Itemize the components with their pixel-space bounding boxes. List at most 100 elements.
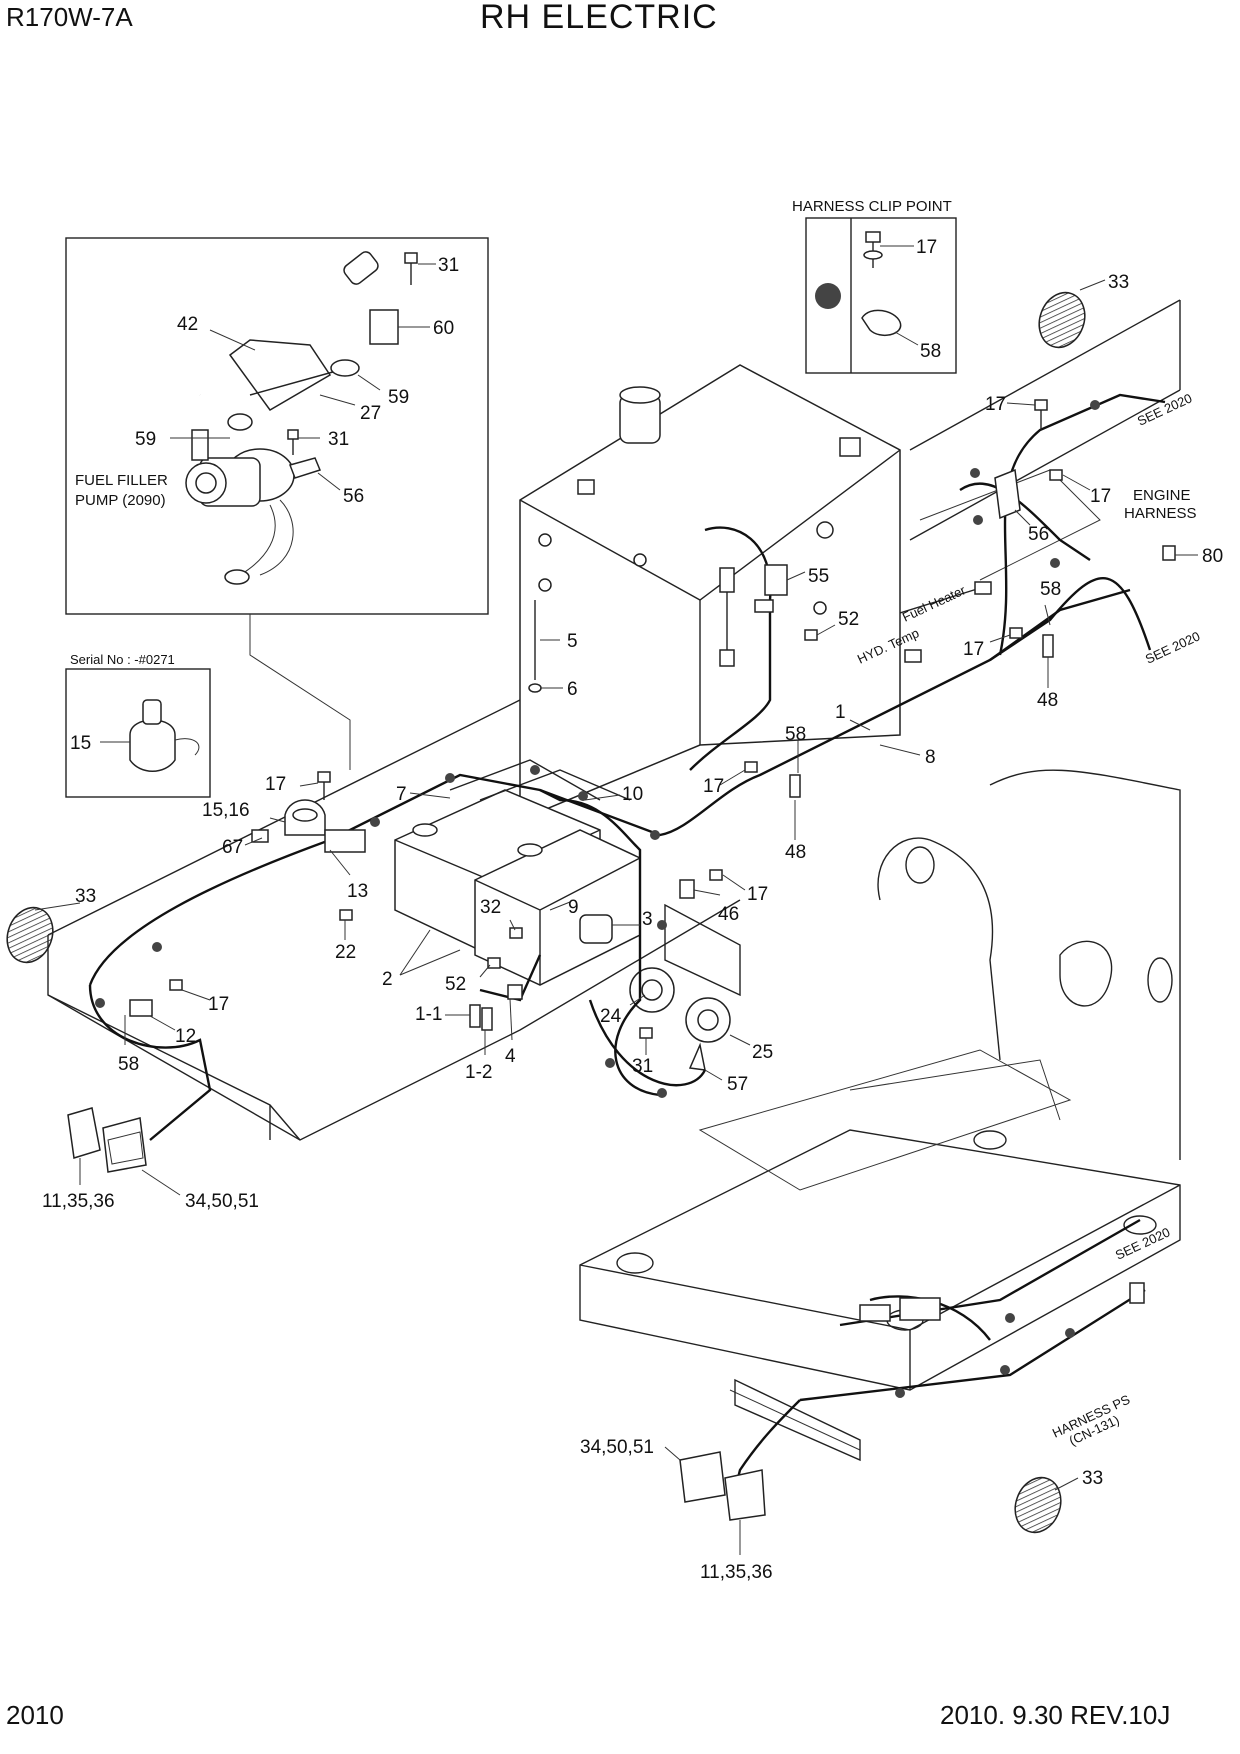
callout-17: 17 — [747, 884, 768, 905]
tank-fitting — [839, 437, 861, 457]
bolt-17 — [865, 231, 881, 243]
relay-3 — [579, 914, 613, 944]
inset-link-line — [249, 614, 351, 770]
callout-8: 8 — [925, 747, 936, 768]
clip-46 — [679, 879, 695, 899]
connector-67 — [251, 829, 269, 843]
callout-80: 80 — [1202, 546, 1223, 567]
callout-33: 33 — [75, 886, 96, 907]
right-frame-rail — [909, 299, 1181, 541]
clip-48-right — [1042, 634, 1054, 658]
bracket-57 — [688, 1042, 706, 1071]
callout-33: 33 — [1082, 1468, 1103, 1489]
bracket-56 — [289, 457, 322, 479]
lamp-recess — [734, 1378, 861, 1462]
serial-inset: Serial No : -#0271 15 — [65, 652, 211, 798]
bolt-31-horn — [639, 1027, 653, 1039]
callout-10: 10 — [622, 784, 643, 805]
callout-1-2: 1-2 — [465, 1062, 492, 1083]
fuel-filler-pump-inset: FUEL FILLER PUMP (2090) 31 60 42 59 27 5… — [65, 237, 489, 770]
ring-terminal — [224, 569, 250, 585]
key-switch-15 — [129, 719, 176, 772]
connector-cn-131 — [1129, 1282, 1145, 1304]
leader-lines — [34, 279, 1198, 1555]
clip-58 — [861, 309, 902, 337]
annotations: ENGINE HARNESS SEE 2020 SEE 2020 SEE 202… — [855, 390, 1202, 1448]
fuel-heater-label: Fuel Heater — [900, 582, 969, 625]
swing-frame — [989, 769, 1181, 1160]
callout-7: 7 — [396, 784, 407, 805]
clip-point-marker — [815, 283, 841, 309]
fuel-heater-connector — [974, 581, 992, 595]
callout-48: 48 — [1037, 690, 1058, 711]
horns — [629, 903, 741, 1071]
clamp-59-upper — [330, 359, 360, 377]
callout-17: 17 — [963, 639, 984, 660]
work-lamp-11-lower — [724, 1469, 766, 1521]
fusible-link-4 — [507, 984, 523, 1000]
callout-3: 3 — [642, 909, 653, 930]
callout-9: 9 — [568, 897, 579, 918]
page-number: 2010 — [6, 1700, 64, 1730]
lower-frame — [579, 1049, 1181, 1462]
battery-cable-10 — [479, 769, 631, 801]
hyd-temp-sensor — [904, 649, 922, 663]
hose-27 — [249, 369, 341, 396]
pump-fitting — [191, 429, 209, 461]
mount-hole — [616, 1252, 654, 1274]
lower-harness — [839, 1218, 1141, 1327]
callout-27: 27 — [360, 403, 381, 424]
bolt-17-switch — [317, 771, 331, 783]
lower-relay-bracket — [859, 1304, 891, 1322]
callout-15-16: 15,16 — [202, 800, 250, 821]
callout-34-50-51: 34,50,51 — [580, 1437, 654, 1458]
callout-46: 46 — [718, 904, 739, 925]
callout-24: 24 — [600, 1006, 622, 1027]
callout-31: 31 — [328, 429, 349, 450]
callout-17: 17 — [985, 394, 1006, 415]
model-number: R170W-7A — [6, 2, 133, 32]
callout-17: 17 — [916, 237, 937, 258]
callout-52: 52 — [445, 974, 466, 995]
bolt-32 — [509, 927, 523, 939]
bolt-31-lower — [287, 429, 299, 440]
battery-cable-7 — [449, 759, 601, 801]
serial-inset-frame — [65, 668, 211, 798]
callout-59: 59 — [388, 387, 409, 408]
harness-clip-point-inset: HARNESS CLIP POINT 17 58 — [792, 198, 957, 374]
bolt-17-right — [1049, 469, 1063, 481]
bolt-17-lamp — [169, 979, 183, 991]
revision-date: 2010. 9.30 REV.10J — [940, 1700, 1171, 1730]
bracket-58-left — [129, 999, 153, 1017]
callout-58: 58 — [785, 724, 806, 745]
callout-31: 31 — [632, 1056, 653, 1077]
callout-42: 42 — [177, 314, 198, 335]
main-harness — [88, 393, 1176, 1511]
callout-1: 1 — [835, 702, 846, 723]
lamps-and-reflectors — [6, 291, 1086, 1534]
fuse-1-2 — [481, 1007, 493, 1031]
bolt-52 — [487, 957, 501, 969]
fuel-filler-pump-label: FUEL FILLER PUMP (2090) — [75, 472, 172, 509]
callout-48: 48 — [785, 842, 806, 863]
bolt-17-top — [1034, 399, 1048, 411]
work-lamp-11 — [67, 1107, 101, 1159]
level-sensor — [719, 567, 735, 593]
fuse-1-1 — [469, 1004, 481, 1028]
callout-1-1: 1-1 — [415, 1004, 442, 1025]
callout-52: 52 — [838, 609, 859, 630]
callout-2: 2 — [382, 969, 393, 990]
reflector-33-bottom — [1014, 1476, 1062, 1534]
work-lamp-34 — [102, 1117, 147, 1173]
callout-59: 59 — [135, 429, 156, 450]
tank-bolt — [577, 479, 595, 495]
callout-22: 22 — [335, 942, 356, 963]
clip-inset-frame — [805, 217, 957, 374]
lower-frame-outline — [579, 1129, 1181, 1391]
callout-25: 25 — [752, 1042, 773, 1063]
page-title: RH ELECTRIC — [480, 0, 718, 36]
bolt-52-tank — [804, 629, 818, 641]
callout-11-35-36: 11,35,36 — [700, 1562, 773, 1583]
callout-58: 58 — [1040, 579, 1061, 600]
callout-31: 31 — [438, 255, 459, 276]
